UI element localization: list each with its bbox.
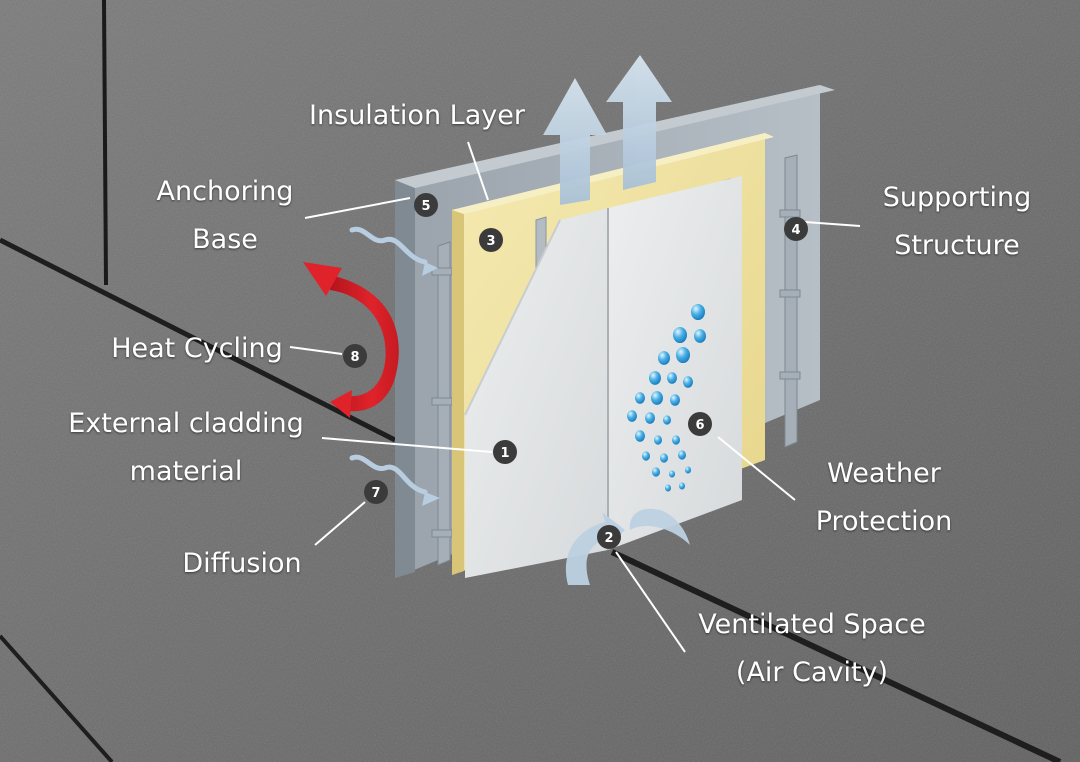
leader-ventilated (615, 551, 686, 653)
leader-diffusion (314, 501, 366, 546)
leader-heat (289, 346, 343, 355)
label-diffusion: Diffusion (182, 548, 302, 579)
water-droplet (665, 484, 671, 492)
diffusion-arrows (349, 226, 440, 506)
svg-text:6: 6 (695, 418, 704, 433)
water-droplet (694, 329, 706, 343)
marker-5: 5 (414, 193, 438, 217)
numbered-markers: 1 2 3 4 5 6 7 8 (343, 193, 808, 549)
water-droplet (642, 451, 650, 461)
leader-anchoring (304, 197, 411, 219)
panel-joint (610, 549, 1062, 762)
water-droplet (676, 346, 690, 364)
label-heat-cycling: Heat Cycling (111, 333, 283, 364)
water-droplet (679, 482, 685, 490)
water-droplet (670, 394, 680, 406)
marker-4: 4 (784, 217, 808, 241)
leader-cladding (321, 437, 493, 453)
water-droplet (649, 371, 661, 385)
water-droplet (683, 376, 693, 388)
label-weather-protection: Weather Protection (815, 458, 953, 537)
leader-lines (289, 141, 861, 653)
water-droplet (672, 435, 680, 445)
heat-cycling-arrow (303, 262, 399, 418)
water-droplet (627, 410, 637, 422)
panel-joint (0, 237, 397, 443)
marker-7: 7 (364, 480, 388, 504)
marker-8: 8 (343, 344, 367, 368)
svg-text:8: 8 (350, 350, 359, 365)
svg-text:2: 2 (604, 531, 613, 546)
label-ventilated-space: Ventilated Space (Air Cavity) (698, 609, 926, 688)
air-flow-arrows (543, 55, 672, 205)
panel-joint (102, 0, 108, 286)
water-droplet (663, 415, 671, 425)
water-droplet (660, 453, 668, 463)
svg-text:7: 7 (371, 486, 380, 501)
marker-3: 3 (479, 228, 503, 252)
label-insulation-layer: Insulation Layer (309, 100, 525, 131)
water-droplet (691, 303, 705, 321)
label-external-cladding: External cladding material (68, 408, 304, 487)
leader-weather (717, 436, 796, 501)
water-droplet (658, 351, 670, 365)
svg-text:5: 5 (421, 199, 430, 214)
leader-insulation (467, 141, 489, 201)
water-droplet (673, 326, 687, 344)
marker-6: 6 (688, 412, 712, 436)
water-droplet (635, 430, 645, 442)
leader-supporting (804, 221, 861, 227)
water-droplets (627, 303, 706, 492)
water-droplet (652, 467, 660, 477)
marker-1: 1 (493, 440, 517, 464)
label-anchoring-base: Anchoring Base (156, 176, 294, 255)
water-droplet (678, 450, 686, 460)
water-droplet (685, 466, 691, 474)
water-droplet (651, 391, 663, 405)
svg-text:4: 4 (791, 223, 800, 238)
svg-text:3: 3 (486, 234, 495, 249)
panel-joint (0, 634, 114, 762)
external-cladding (464, 176, 742, 578)
water-droplet (635, 392, 645, 404)
water-droplet (667, 372, 677, 384)
svg-text:1: 1 (500, 446, 509, 461)
water-droplet (654, 435, 662, 445)
water-droplet (645, 412, 655, 424)
marker-2: 2 (597, 525, 621, 549)
label-supporting-structure: Supporting Structure (882, 182, 1032, 261)
water-droplet (669, 470, 675, 478)
